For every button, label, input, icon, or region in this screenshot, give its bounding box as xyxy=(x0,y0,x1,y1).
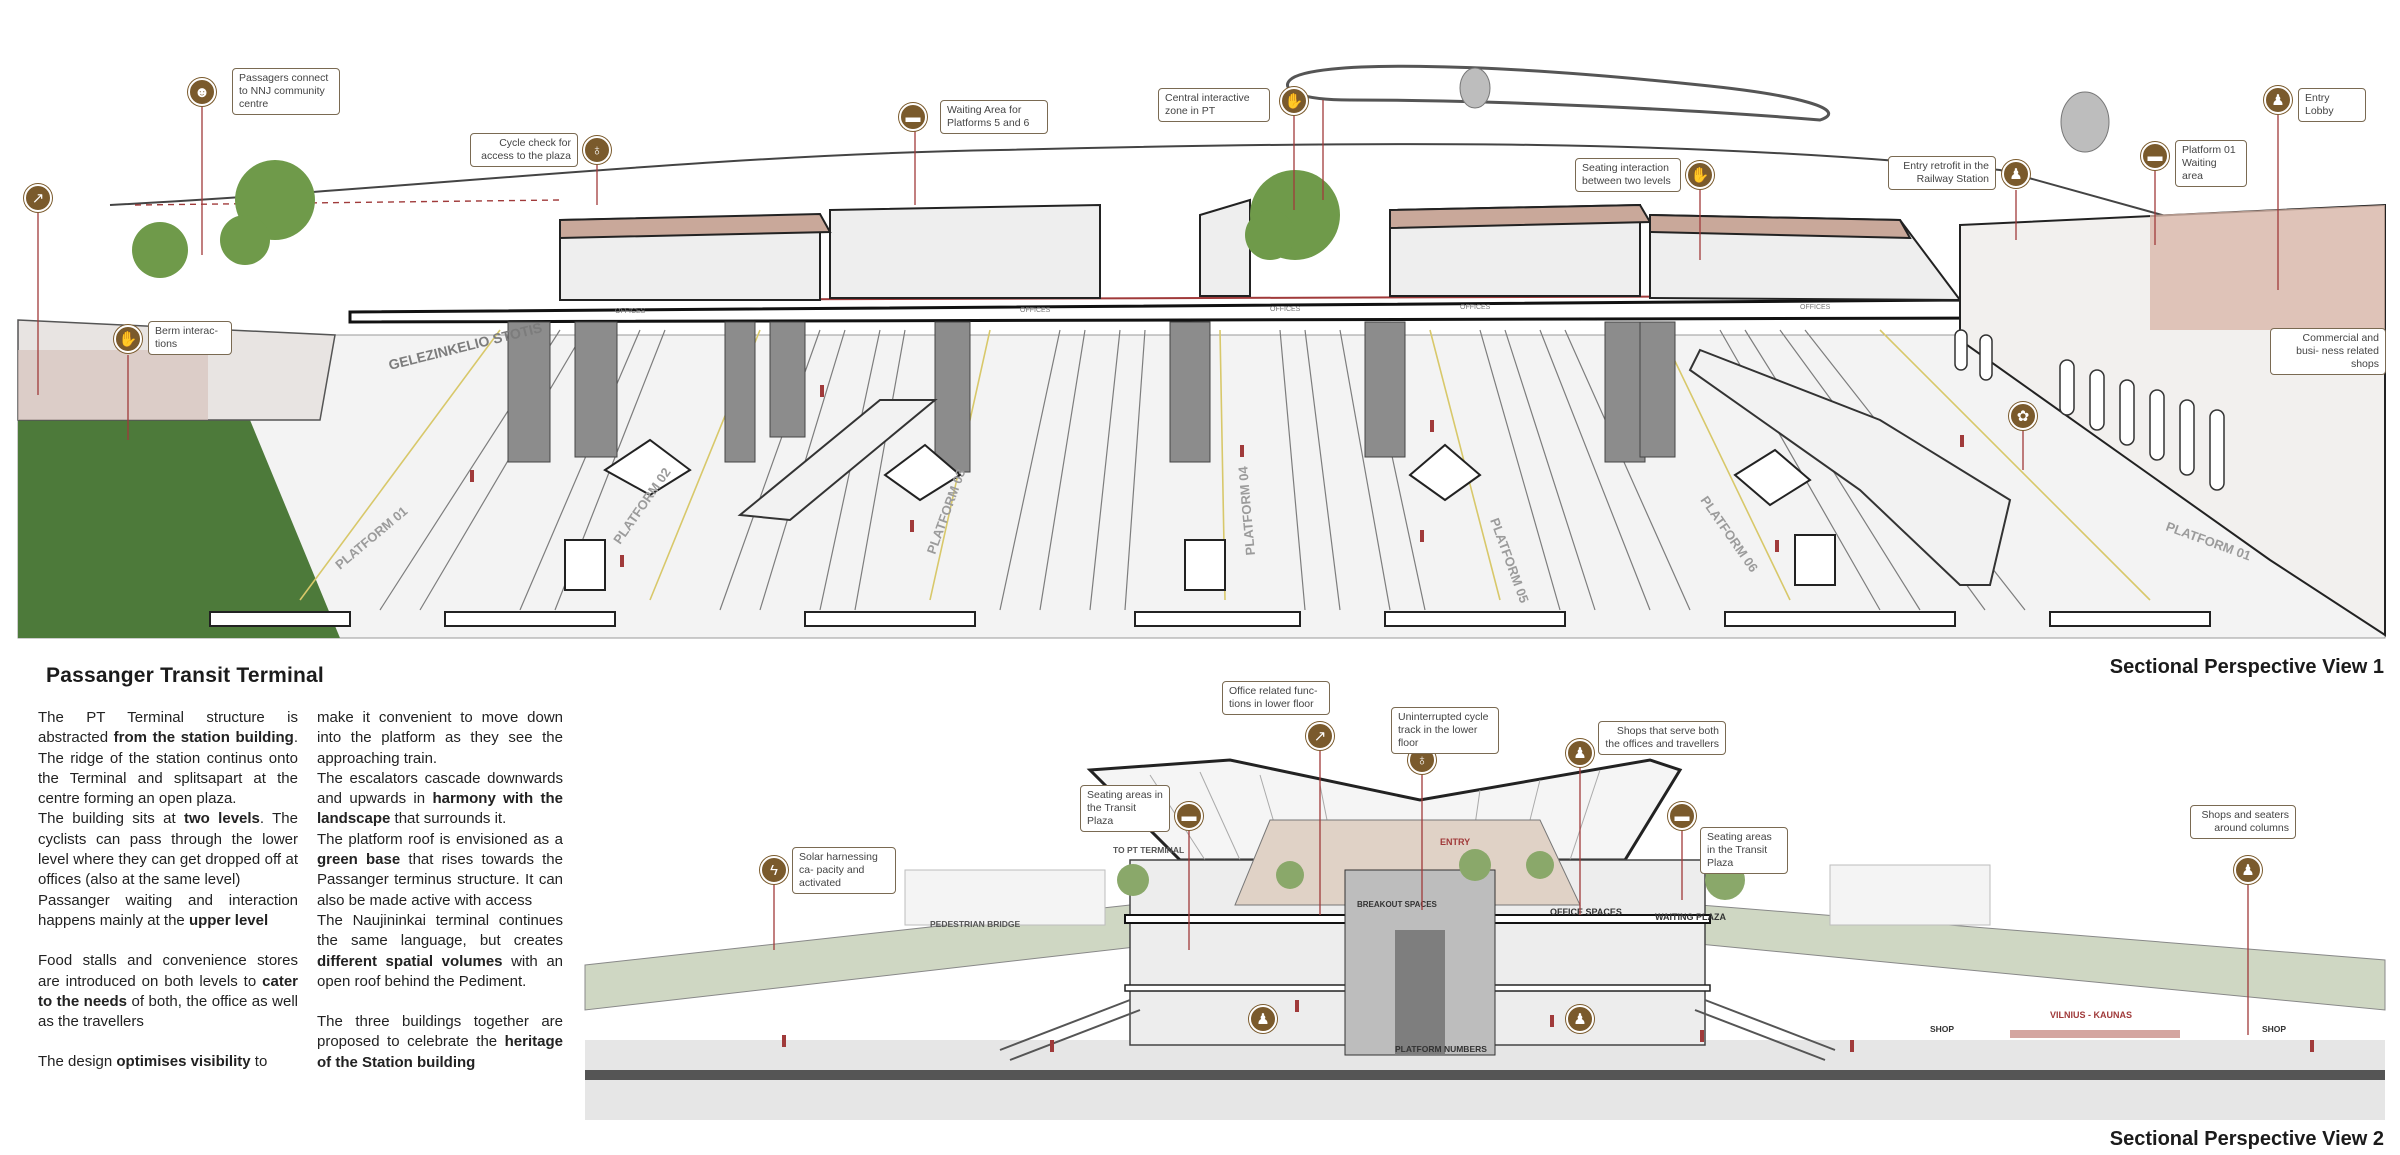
office-label: OFFICES xyxy=(615,308,646,315)
description-column-1: The PT Terminal structure is abstracted … xyxy=(38,708,298,1073)
lower-escalators xyxy=(999,999,1836,1061)
station-arch-windows xyxy=(1954,329,2225,491)
walking-people-icon: ♟ xyxy=(1249,1005,1277,1033)
platform-edges xyxy=(209,611,2211,627)
pavilion-roofs xyxy=(559,203,1912,240)
cycle-loop-track xyxy=(1286,64,1831,122)
to-pt-terminal-label: TO PT TERMINAL xyxy=(1113,845,1184,855)
roof-dashed-line xyxy=(134,199,561,206)
view-1-title: Sectional Perspective View 1 xyxy=(2109,656,2384,678)
description-column-2: make it convenient to move down into the… xyxy=(317,708,563,1073)
red-bench xyxy=(2010,1030,2180,1038)
breakout-spaces-label: BREAKOUT SPACES xyxy=(1357,900,1438,909)
paragraph: The Naujininkai terminal continues the s… xyxy=(317,911,563,990)
callout-leaders-view2 xyxy=(773,748,2249,1035)
callout-berm-interactions: Berm interac- tions xyxy=(148,321,232,355)
paragraph: The escalators cascade downwards and upw… xyxy=(317,769,563,828)
people xyxy=(470,385,1964,567)
office-spaces-label: OFFICE SPACES xyxy=(1550,907,1622,917)
bicycle-icon: ♁ xyxy=(583,136,611,164)
callout-entry-lobby: Entry Lobby xyxy=(2298,88,2366,122)
train-right xyxy=(1688,348,2012,586)
callout-commercial-shops: Commercial and busi- ness related shops xyxy=(2270,328,2386,375)
section-title: Passanger Transit Terminal xyxy=(46,664,324,687)
callout-waiting-area: Waiting Area for Platforms 5 and 6 xyxy=(940,100,1048,134)
berm-brick xyxy=(18,350,208,420)
shop-label: SHOP xyxy=(1930,1024,1954,1034)
paragraph: The platform roof is envisioned as a gre… xyxy=(317,830,563,909)
callout-entry-retrofit: Entry retrofit in the Railway Station xyxy=(1888,156,1996,190)
walking-people-icon: ♟ xyxy=(2264,86,2292,114)
callout-seating-transit-plaza: Seating areas in the Transit Plaza xyxy=(1700,827,1788,874)
pedestrian-bridge-label: PEDESTRIAN BRIDGE xyxy=(930,919,1021,929)
callout-solar-harnessing: Solar harnessing ca- pacity and activate… xyxy=(792,847,896,894)
paragraph: make it convenient to move down into the… xyxy=(317,709,563,767)
handshake-icon: ✋ xyxy=(1280,87,1308,115)
lower-tracks-band xyxy=(585,1070,2385,1080)
people-view2 xyxy=(782,1000,2314,1052)
callout-shops-serve-both: Shops that serve both the offices and tr… xyxy=(1598,721,1726,755)
lawn xyxy=(18,420,340,638)
callout-cycle-check: Cycle check for access to the plaza xyxy=(470,133,578,167)
chart-icon: ↗ xyxy=(24,184,52,212)
kiosks xyxy=(564,534,1836,591)
callout-seating-transit-plaza: Seating areas in the Transit Plaza xyxy=(1080,785,1170,832)
shop-label: SHOP xyxy=(2262,1024,2286,1034)
callout-shops-seaters: Shops and seaters around columns xyxy=(2190,805,2296,839)
paragraph: The building sits at two levels. The cyc… xyxy=(38,810,298,889)
hot-air-balloons xyxy=(1459,67,2110,153)
train-left xyxy=(737,399,938,522)
lightning-icon: ϟ xyxy=(760,856,788,884)
vilnius-kaunas-label: VILNIUS - KAUNAS xyxy=(2050,1010,2132,1020)
main-roof-line xyxy=(109,143,2181,221)
columns xyxy=(507,321,1676,473)
callout-office-functions: Office related func- tions in lower floo… xyxy=(1222,681,1330,715)
bench-icon: ▬ xyxy=(899,103,927,131)
background-buildings xyxy=(904,864,1991,926)
waiting-plaza-label: WAITING PLAZA xyxy=(1655,912,1726,922)
callout-platform-01-waiting: Platform 01 Waiting area xyxy=(2175,140,2247,187)
trees xyxy=(132,160,1340,278)
handshake-icon: ✋ xyxy=(114,325,142,353)
shopping-icon: ♟ xyxy=(2234,856,2262,884)
central-core-shade xyxy=(1395,930,1445,1055)
paragraph: Food stalls and convenience stores are i… xyxy=(38,952,298,1031)
bench-icon: ▬ xyxy=(1668,802,1696,830)
paragraph: The design optimises visibility to xyxy=(38,1053,268,1071)
escalators xyxy=(603,438,1812,507)
handshake-icon: ✋ xyxy=(1686,161,1714,189)
callout-seating-interaction: Seating interaction between two levels xyxy=(1575,158,1681,192)
bench-icon: ▬ xyxy=(2141,142,2169,170)
callout-central-interactive: Central interactive zone in PT xyxy=(1158,88,1270,122)
sectional-perspective-view-1: GELEZINKELIO STOTIS OFFICES OFFICES OFFI… xyxy=(17,64,2386,639)
view-2-title: Sectional Perspective View 2 xyxy=(2109,1128,2384,1150)
station-brick-facade xyxy=(2150,205,2385,330)
office-label: OFFICES xyxy=(1020,307,1051,314)
entry-label: ENTRY xyxy=(1440,837,1470,847)
walking-people-icon: ♟ xyxy=(1566,1005,1594,1033)
callout-leaders xyxy=(37,100,2279,470)
shop-icon: ✿ xyxy=(2009,402,2037,430)
office-label: OFFICES xyxy=(1460,304,1491,311)
shopping-icon: ♟ xyxy=(1566,739,1594,767)
walking-people-icon: ♟ xyxy=(2002,160,2030,188)
chart-icon: ↗ xyxy=(1306,722,1334,750)
bench-icon: ▬ xyxy=(1175,802,1203,830)
office-label: OFFICES xyxy=(1270,306,1301,313)
platform-numbers-label: PLATFORM NUMBERS xyxy=(1395,1044,1487,1054)
office-label: OFFICES xyxy=(1800,304,1831,311)
callout-nnj-community: Passagers connect to NNJ community centr… xyxy=(232,68,340,115)
paragraph: Passanger waiting and interaction happen… xyxy=(38,891,298,929)
people-icon: ☻ xyxy=(188,78,216,106)
callout-cycle-track: Uninterrupted cycle track in the lower f… xyxy=(1391,707,1499,754)
paragraph: The PT Terminal structure is abstracted … xyxy=(38,709,298,808)
paragraph: The three buildings together are propose… xyxy=(317,1013,563,1071)
